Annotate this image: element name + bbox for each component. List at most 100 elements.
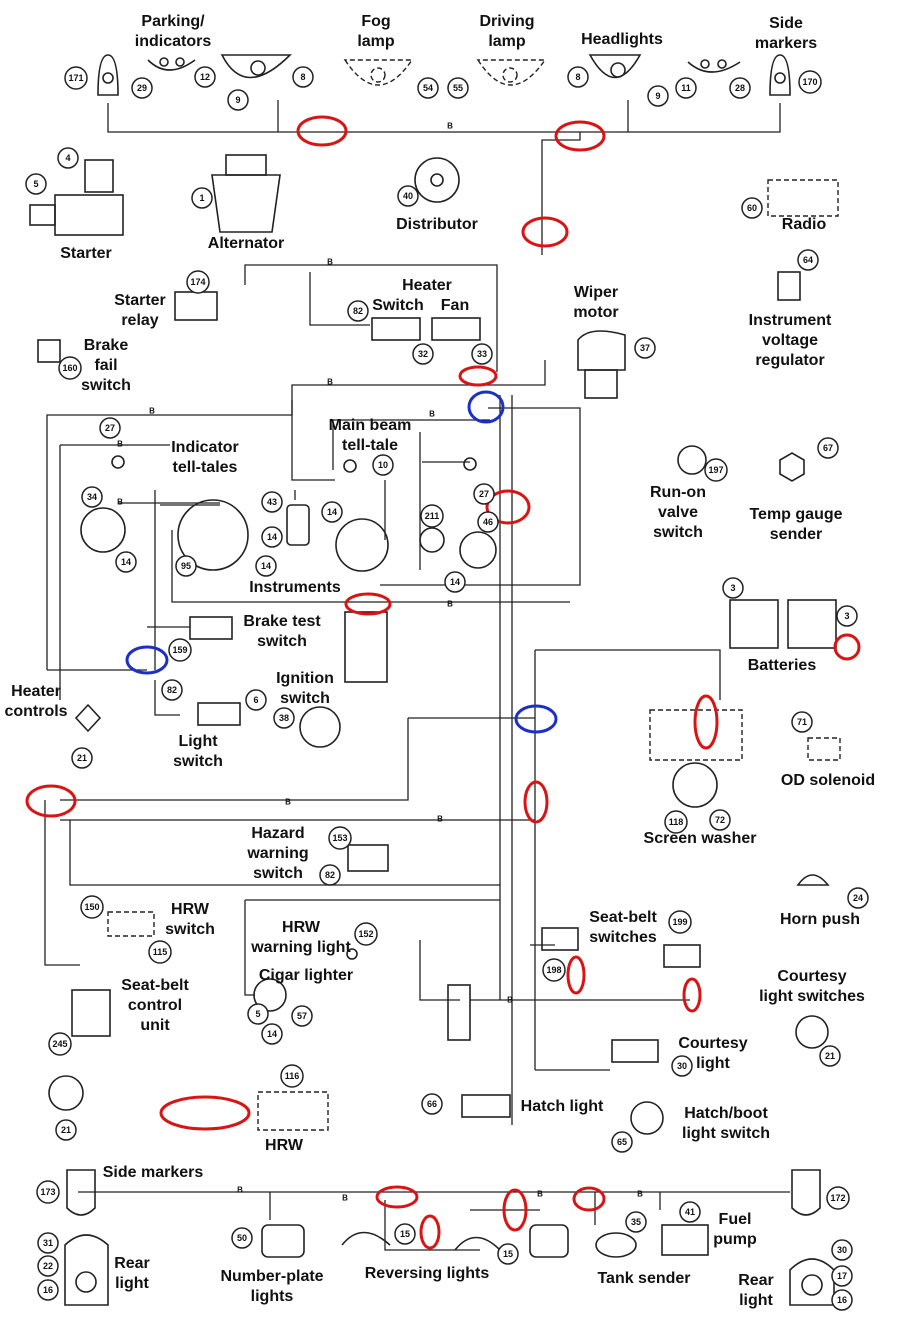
badge-number: 11	[681, 83, 691, 93]
label-line: Reversing lights	[365, 1265, 490, 1282]
badge-number: 5	[255, 1009, 260, 1019]
label-line: Tank sender	[597, 1270, 690, 1287]
badge-number: 14	[121, 557, 131, 567]
badge-circle	[831, 1265, 853, 1287]
badge-number: 27	[105, 423, 115, 433]
component-number-badge: 8	[567, 66, 589, 88]
component-number-badge: 27	[99, 417, 121, 439]
label-line: Distributor	[396, 216, 478, 233]
badge-number: 150	[84, 902, 99, 912]
wiper-motor-body	[577, 330, 626, 371]
component-number-badge: 15	[497, 1243, 519, 1265]
side-marker-rear-right	[791, 1169, 821, 1216]
label-line: pump	[713, 1231, 757, 1248]
label-line: fail	[94, 357, 117, 374]
badge-circle	[261, 1023, 283, 1045]
badge-circle	[194, 66, 216, 88]
gauge-small-left	[80, 507, 126, 553]
badge-circle	[57, 147, 79, 169]
badge-circle	[729, 77, 751, 99]
component-number-badge: 115	[148, 940, 172, 964]
highlight-red	[159, 1095, 251, 1131]
badge-circle	[261, 491, 283, 513]
badge-circle	[417, 77, 439, 99]
label-alternator: Alternator	[208, 235, 284, 252]
badge-number: 153	[332, 833, 347, 843]
number-plate-lamp-body	[261, 1224, 305, 1258]
badge-number: 1	[199, 193, 204, 203]
badge-number: 82	[353, 306, 363, 316]
component-number-badge: 14	[261, 526, 283, 548]
badge-number: 160	[62, 363, 77, 373]
label-line: light	[696, 1055, 730, 1072]
label-line: Parking/	[141, 13, 205, 30]
badge-circle	[291, 1005, 313, 1027]
badge-number: 21	[77, 753, 87, 763]
component-number-badge: 17	[831, 1265, 853, 1287]
wire-code: B	[537, 1190, 543, 1199]
badge-number: 14	[267, 1029, 277, 1039]
badge-number: 55	[453, 83, 463, 93]
label-line: Hatch light	[521, 1098, 604, 1115]
label-line: Brake test	[243, 613, 321, 630]
label-line: Rear	[738, 1272, 774, 1289]
component-number-badge: 24	[847, 887, 869, 909]
badge-number: 3	[730, 583, 735, 593]
label-batteries: Batteries	[748, 657, 817, 674]
component-number-badge: 118	[664, 810, 688, 834]
badge-circle	[372, 454, 394, 476]
label-line: indicators	[135, 33, 212, 50]
badge-circle	[831, 1289, 853, 1311]
badge-circle	[817, 437, 839, 459]
label-headlights: Headlights	[581, 31, 663, 48]
badge-circle	[37, 1279, 59, 1301]
component-number-badge: 14	[321, 501, 343, 523]
badge-circle	[412, 343, 434, 365]
badge-number: 14	[327, 507, 337, 517]
badge-circle	[37, 1255, 59, 1277]
highlight-red	[682, 977, 702, 1013]
component-number-badge: 57	[291, 1005, 313, 1027]
badge-number: 37	[640, 343, 650, 353]
label-line: light switches	[759, 988, 865, 1005]
badge-circle	[48, 1032, 72, 1056]
parking-lamp	[147, 59, 196, 71]
badge-number: 46	[483, 517, 493, 527]
label-line: light switch	[682, 1125, 770, 1142]
badge-circle	[497, 1243, 519, 1265]
badge-number: 211	[425, 511, 440, 521]
label-line: relay	[121, 312, 158, 329]
heater-switch-box	[371, 317, 421, 341]
label-line: HRW	[171, 901, 210, 918]
component-number-badge: 72	[709, 809, 731, 831]
rear-light-left-body	[64, 1234, 109, 1306]
component-number-badge: 30	[831, 1239, 853, 1261]
label-hatch-light: Hatch light	[521, 1098, 604, 1115]
badge-number: 82	[325, 870, 335, 880]
component-number-badge: 160	[58, 356, 82, 380]
component-number-badge: 41	[679, 1201, 701, 1223]
component-number-badge: 43	[261, 491, 283, 513]
badge-number: 159	[172, 645, 187, 655]
badge-number: 38	[279, 713, 289, 723]
wire-code: B	[447, 122, 453, 131]
badge-circle	[37, 1232, 59, 1254]
badge-circle	[473, 483, 495, 505]
component-number-badge: 40	[397, 185, 419, 207]
component-number-badge: 197	[704, 458, 728, 482]
badge-circle	[836, 605, 858, 627]
badge-number: 30	[677, 1061, 687, 1071]
label-line: Screen washer	[644, 830, 757, 847]
label-line: Batteries	[748, 657, 817, 674]
highlight-red	[566, 955, 586, 995]
gauge-speedometer	[177, 499, 249, 571]
label-line: Hazard	[251, 825, 304, 842]
